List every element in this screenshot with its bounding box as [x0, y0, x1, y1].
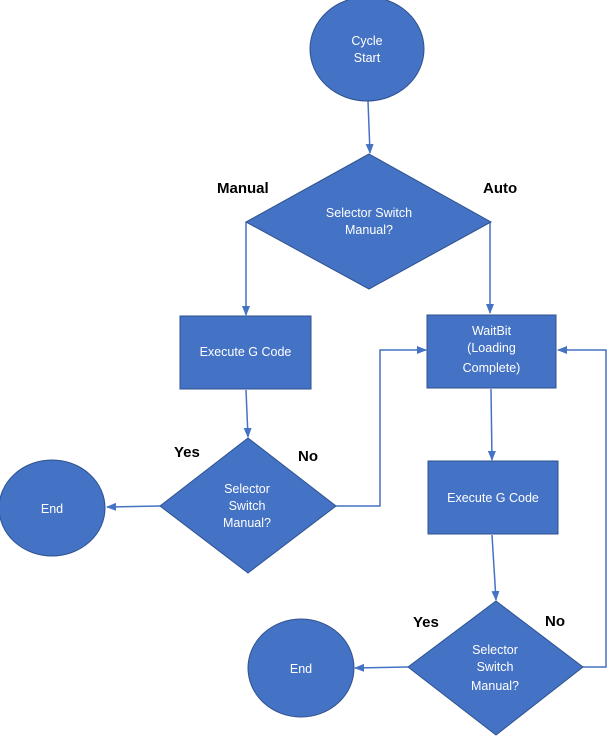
execute-auto-node: Execute G Code — [427, 460, 559, 535]
decision-left-label-3: Manual? — [223, 516, 271, 530]
decision-bottom-node: Selector Switch Manual? — [407, 600, 584, 736]
no-left-label: No — [298, 448, 318, 465]
edge-decision-bottom-yes — [354, 663, 409, 672]
branch-labels: Manual Auto Yes No Yes No — [174, 180, 565, 631]
edge-decision-left-no — [336, 346, 427, 507]
execute-auto-box — [427, 460, 559, 535]
execute-auto-label: Execute G Code — [447, 491, 539, 505]
end-bottom-label: End — [290, 662, 312, 676]
cycle-start-node: Cycle Start — [309, 0, 425, 102]
edge-decision-bottom-no — [557, 346, 607, 668]
yes-bottom-label: Yes — [413, 614, 439, 631]
end-left-node: End — [0, 459, 106, 557]
yes-left-label: Yes — [174, 444, 200, 461]
decision-left-label-2: Switch — [229, 499, 266, 513]
end-bottom-ellipse — [247, 618, 355, 718]
decision-top-node: Selector Switch Manual? — [244, 153, 493, 290]
end-left-label: End — [41, 502, 63, 516]
cycle-start-ellipse — [309, 0, 425, 102]
decision-top-label-2: Manual? — [345, 223, 393, 237]
edge-execute-auto-to-decision-bottom — [491, 534, 500, 601]
connectors — [106, 100, 607, 672]
edge-decision-left-yes — [106, 502, 161, 511]
execute-manual-node: Execute G Code — [179, 315, 312, 390]
edge-waitbit-to-execute-auto — [487, 388, 496, 461]
auto-branch-label: Auto — [483, 180, 517, 197]
cycle-start-label-1: Cycle — [351, 34, 382, 48]
end-bottom-node: End — [247, 618, 355, 718]
decision-left-label-1: Selector — [224, 482, 270, 496]
edge-start-to-decision-top — [365, 100, 374, 154]
waitbit-label-1: WaitBit — [472, 324, 512, 338]
decision-bottom-label-1: Selector — [472, 643, 518, 657]
cycle-start-label-2: Start — [354, 51, 381, 65]
execute-manual-box — [179, 315, 312, 390]
decision-bottom-label-3: Manual? — [471, 679, 519, 693]
waitbit-box — [426, 314, 557, 389]
waitbit-label-3: Complete) — [463, 361, 521, 375]
no-bottom-label: No — [545, 613, 565, 630]
decision-left-node: Selector Switch Manual? — [159, 437, 337, 574]
manual-branch-label: Manual — [217, 180, 269, 197]
decision-bottom-diamond — [407, 600, 584, 736]
execute-manual-label: Execute G Code — [200, 345, 292, 359]
edge-execute-manual-to-decision-left — [243, 389, 252, 438]
decision-bottom-label-2: Switch — [477, 660, 514, 674]
decision-top-label-1: Selector Switch — [326, 206, 412, 220]
decision-left-diamond — [159, 437, 337, 574]
end-left-ellipse — [0, 459, 106, 557]
decision-top-diamond — [244, 153, 493, 290]
waitbit-label-2: (Loading — [467, 341, 516, 355]
waitbit-node: WaitBit (Loading Complete) — [426, 314, 557, 389]
